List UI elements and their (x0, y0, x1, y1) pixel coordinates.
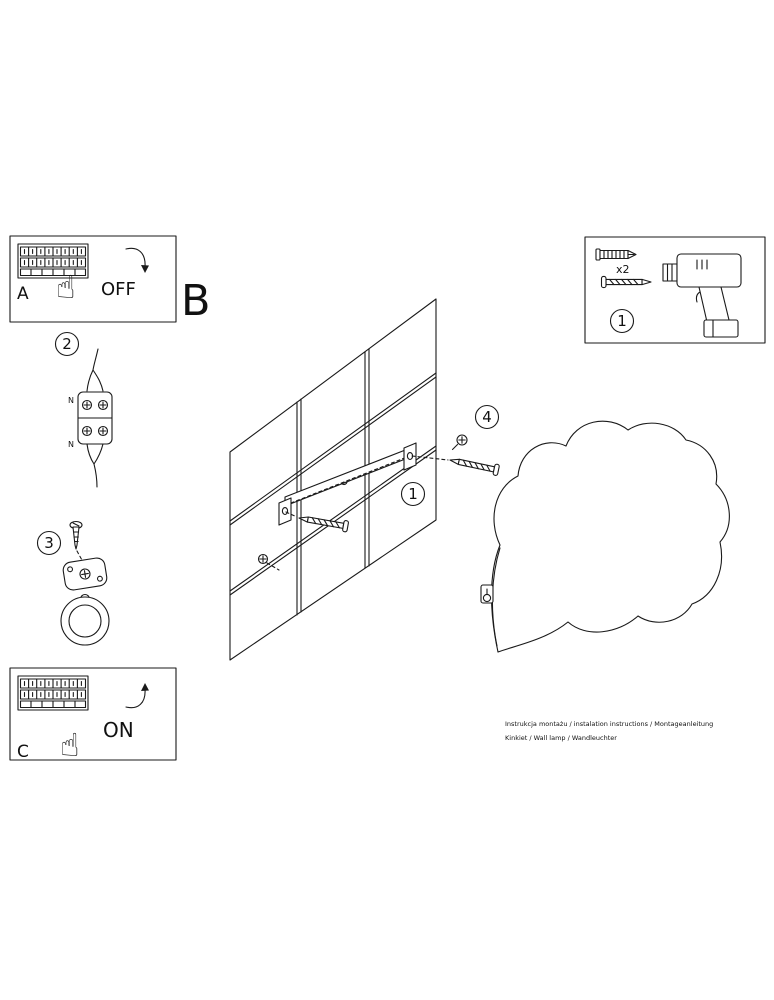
step-2-badge: 2 (54, 331, 80, 357)
fusebox-icon (17, 675, 89, 711)
fusebox-icon (17, 243, 89, 279)
footer-line-1: Instrukcja montażu / instalation instruc… (505, 720, 713, 728)
svg-text:4: 4 (482, 408, 492, 426)
hand-icon: ☝ (56, 268, 75, 306)
footer: Instrukcja montażu / instalation instruc… (505, 720, 713, 742)
wire-label-bottom: N (68, 440, 74, 449)
on-label: ON (103, 718, 134, 742)
svg-text:3: 3 (44, 534, 54, 552)
power-on-panel: ON ☝ C (9, 667, 177, 764)
step-1-badge-tools: 1 (609, 308, 635, 334)
svg-text:2: 2 (62, 335, 72, 353)
anchor-qty-label: x2 (616, 263, 630, 276)
wall-panel: 1 4 (229, 298, 501, 661)
step-3-badge: 3 (36, 530, 62, 556)
step-1-badge-bracket: 1 (400, 481, 426, 507)
wire-bottom (86, 443, 104, 488)
arrow-down-icon (125, 247, 149, 273)
wire-top (86, 348, 104, 392)
hand-icon: ☝ (60, 726, 79, 764)
off-label: OFF (101, 279, 136, 300)
canopy-plate (62, 557, 108, 591)
arrow-up-icon (125, 683, 149, 709)
mount-ring (60, 593, 110, 646)
footer-line-2: Kinkiet / Wall lamp / Wandleuchter (505, 734, 617, 742)
keyhole-bracket (480, 584, 494, 604)
svg-text:1: 1 (617, 312, 627, 330)
lower-fixing-screw-icon (257, 553, 280, 571)
step-4-badge: 4 (474, 404, 500, 430)
svg-text:1: 1 (408, 485, 418, 503)
screw-axis-left (285, 511, 298, 518)
step-b-label: B (181, 276, 211, 326)
power-off-panel: ☝ OFF A (9, 235, 177, 323)
cloud-body (491, 420, 730, 653)
tools-panel: x2 1 (584, 236, 766, 344)
wall-anchor-icon (595, 248, 637, 261)
screw-axis-right (411, 455, 449, 461)
mounting-bracket (278, 442, 417, 526)
wall-vertical-seams (296, 348, 370, 616)
step-3-canopy: 3 (36, 520, 110, 646)
screw-icon (69, 520, 83, 550)
anchor-screw-icon (451, 434, 468, 451)
terminal-block (77, 391, 113, 445)
bracket-screw-right (448, 453, 501, 477)
step-2-wiring: 2 N N (54, 331, 113, 488)
panel-a-label: A (17, 284, 29, 304)
drill-icon (662, 253, 742, 338)
screw-guide-line (76, 550, 84, 563)
cloud-lamp (480, 420, 730, 653)
wire-label-top: N (68, 396, 74, 405)
wall-horizontal-seams (229, 372, 437, 596)
panel-c-label: C (17, 742, 29, 762)
